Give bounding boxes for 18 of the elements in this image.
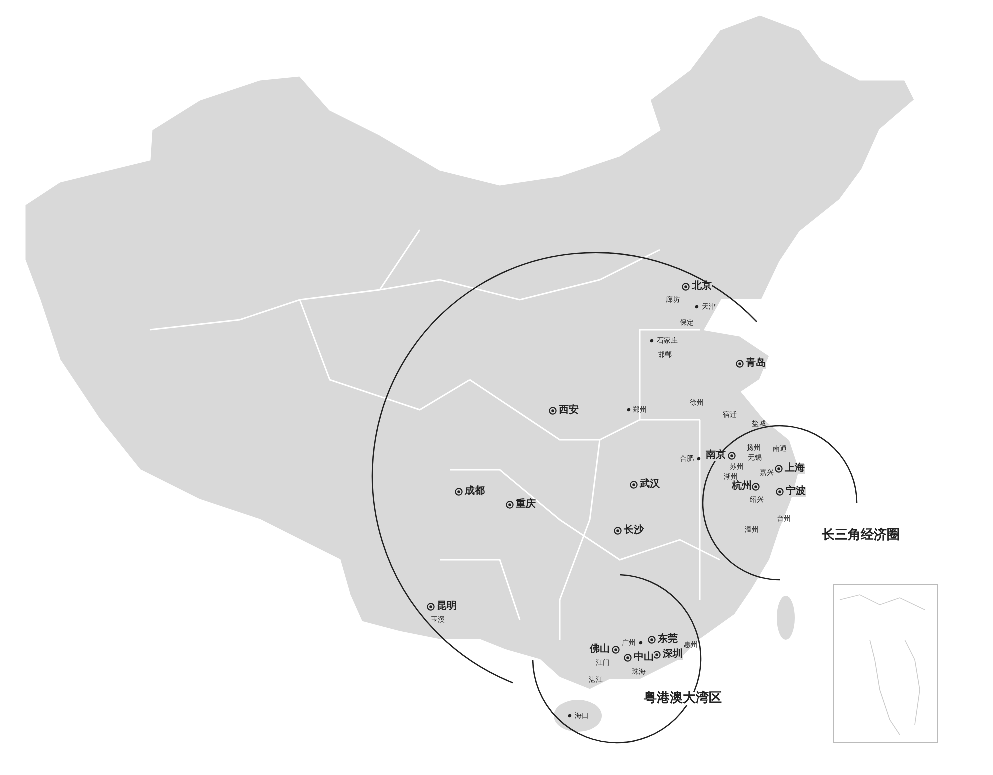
city-label: 重庆 [516, 500, 536, 510]
city-label: 北京 [692, 282, 712, 292]
city-label: 长沙 [624, 526, 644, 536]
city-label: 武汉 [640, 480, 660, 490]
city-label: 青岛 [746, 359, 766, 369]
city-label: 成都 [465, 487, 485, 497]
city-label: 上海 [785, 464, 805, 474]
city-label: 杭州 [732, 482, 752, 492]
city-label: 昆明 [437, 602, 457, 612]
city-label: 西安 [559, 406, 579, 416]
city-label: 深圳 [663, 650, 683, 660]
city-label: 南京 [706, 451, 726, 461]
city-label: 佛山 [590, 645, 610, 655]
region-label: 粤港澳大湾区 [644, 692, 722, 704]
city-label: 东莞 [658, 635, 678, 645]
city-label: 宁波 [786, 487, 806, 497]
city-label: 中山 [634, 653, 654, 663]
region-label: 长三角经济圈 [822, 528, 900, 542]
